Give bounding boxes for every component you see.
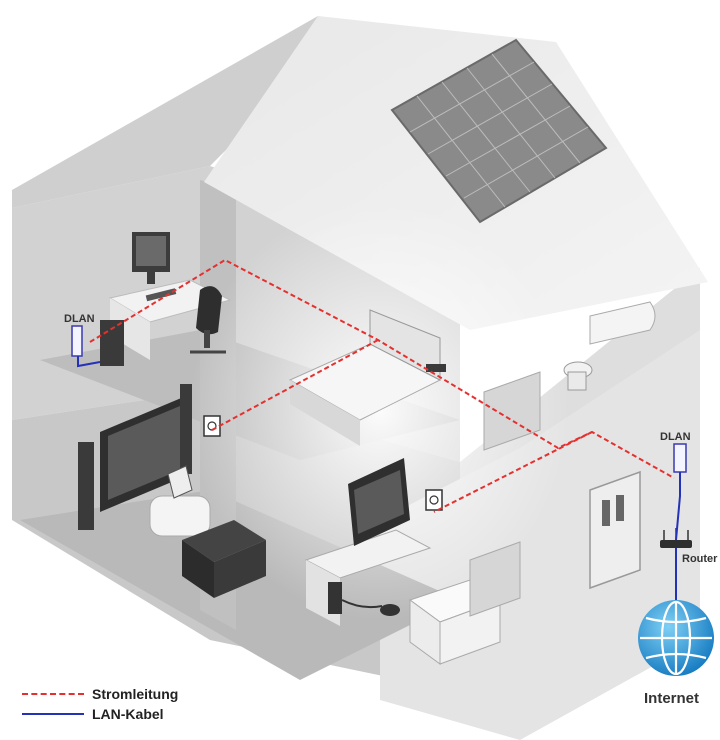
dlan-label-left: DLAN <box>64 313 95 325</box>
bathroom <box>563 301 656 391</box>
legend-label: LAN-Kabel <box>92 706 164 722</box>
speaker-right <box>180 384 192 474</box>
laptop-icon <box>149 465 211 537</box>
power-line-swatch <box>22 693 84 695</box>
legend-item-lan: LAN-Kabel <box>22 704 242 724</box>
legend: Stromleitung LAN-Kabel <box>22 684 242 724</box>
wall-socket-icon <box>425 489 443 511</box>
roof-left <box>12 16 350 208</box>
lan-cable <box>77 356 681 600</box>
legend-label: Stromleitung <box>92 686 179 702</box>
internet-label: Internet <box>644 690 699 707</box>
office-chair-icon <box>190 286 226 354</box>
console <box>328 582 342 614</box>
dlan-adapter-right <box>673 443 687 473</box>
tv-icon <box>348 458 410 546</box>
speaker-left <box>78 442 94 530</box>
solar-panel-icon <box>390 38 608 224</box>
pc-tower <box>100 320 124 366</box>
sofa-icon <box>182 520 266 598</box>
lan-cable-swatch <box>22 713 84 715</box>
door-icon <box>589 470 641 590</box>
tv-icon <box>100 396 186 512</box>
wall-socket-icon <box>203 415 221 437</box>
toilet-icon <box>563 361 593 391</box>
monitor-icon <box>132 232 170 284</box>
bathtub-icon <box>589 301 656 345</box>
globe-icon <box>638 600 714 676</box>
dlan-label-right: DLAN <box>660 431 691 443</box>
game-controller-icon <box>341 599 400 616</box>
window <box>469 371 541 617</box>
dlan-adapter-left <box>71 325 83 357</box>
legend-item-power: Stromleitung <box>22 684 242 704</box>
living-room <box>78 384 266 598</box>
gaming-area <box>304 458 502 665</box>
power-line <box>89 258 675 513</box>
keyboard <box>145 288 177 302</box>
router-label: Router <box>682 553 718 565</box>
bed-icon <box>288 309 446 446</box>
